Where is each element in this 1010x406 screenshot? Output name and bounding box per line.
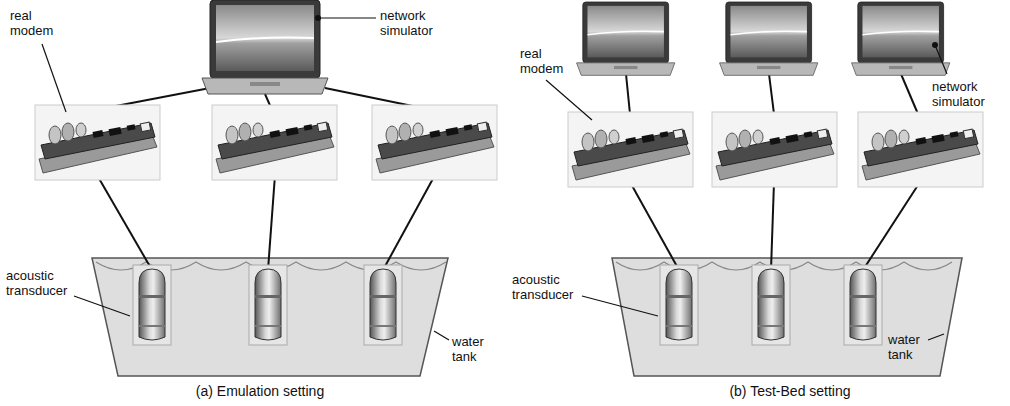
transducer [133, 265, 171, 345]
callout-label: acoustic transducer [6, 268, 88, 298]
transducer [660, 265, 698, 345]
leader-lines [42, 18, 449, 340]
figure-caption: (a) Emulation setting [140, 384, 380, 399]
modem [372, 105, 497, 180]
callout-label: water tank [452, 334, 502, 364]
callout-label: water tank [888, 332, 938, 362]
label-slot: acoustic transducer [6, 268, 88, 298]
callout-label: real modem [10, 8, 60, 38]
water-tank [92, 258, 448, 376]
modem [35, 105, 160, 180]
label-slot: network simulator [932, 79, 1006, 109]
laptop [852, 2, 950, 75]
modem [858, 112, 983, 187]
laptop [577, 2, 675, 75]
transducer [364, 265, 402, 345]
transducer [752, 265, 790, 345]
label-slot: real modem [10, 8, 60, 38]
modem [212, 105, 337, 180]
transducer [249, 265, 287, 345]
callout-label: network simulator [380, 8, 460, 38]
label-slot: acoustic transducer [512, 272, 594, 302]
label-slot: water tank [452, 334, 502, 364]
callout-label: real modem [520, 46, 570, 76]
callout-label: acoustic transducer [512, 272, 594, 302]
transducer [844, 265, 882, 345]
label-slot: water tank [888, 332, 938, 362]
leader-lines [546, 45, 947, 340]
modem [568, 112, 693, 187]
label-slot: (b) Test-Bed setting [670, 384, 910, 399]
modem [712, 112, 837, 187]
label-slot: real modem [520, 46, 570, 76]
label-slot: network simulator [380, 8, 460, 38]
laptop [202, 0, 328, 94]
figure-caption: (b) Test-Bed setting [670, 384, 910, 399]
laptop [720, 2, 818, 75]
leader-dot [932, 42, 938, 48]
callout-label: network simulator [932, 79, 1006, 109]
water-tank [612, 258, 962, 376]
leader-dot [315, 15, 321, 21]
label-slot: (a) Emulation setting [140, 384, 380, 399]
